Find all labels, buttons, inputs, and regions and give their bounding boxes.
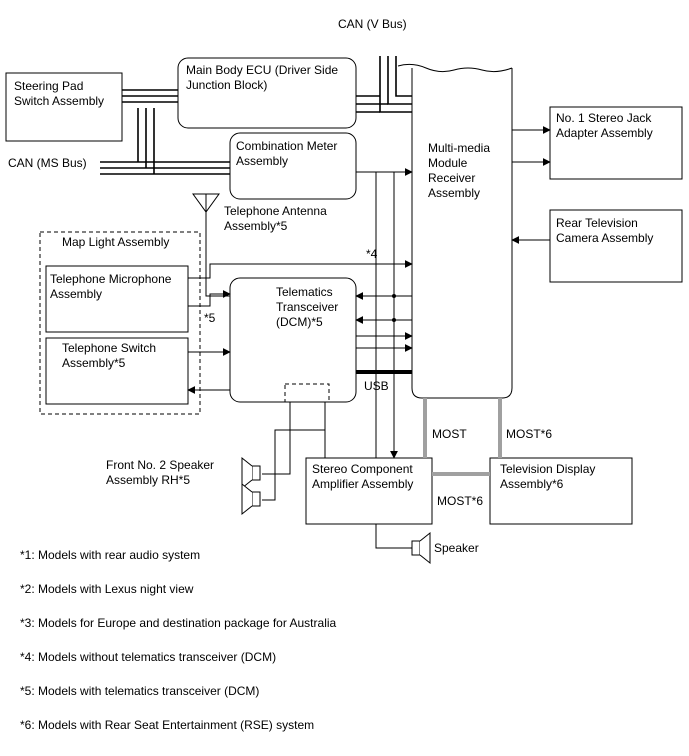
speaker-icon bbox=[411, 531, 431, 565]
speaker-label: Speaker bbox=[434, 541, 479, 555]
can-v-bus bbox=[356, 56, 412, 113]
most6-bottom-label: MOST*6 bbox=[437, 494, 484, 508]
can-v-bus-label: CAN (V Bus) bbox=[338, 17, 407, 31]
usb-label: USB bbox=[364, 379, 389, 393]
bus-break-wave bbox=[397, 63, 513, 73]
signal-lines bbox=[187, 126, 551, 549]
stereo-amp-box bbox=[305, 457, 433, 525]
rear-tv-camera-box bbox=[549, 209, 683, 283]
stereo-amp-label: Stereo Component Amplifier Assembly bbox=[312, 462, 414, 491]
stereo-jack-box bbox=[549, 106, 683, 180]
note-star4-label: *4 bbox=[366, 247, 378, 261]
main-body-ecu-label: Main Body ECU (Driver Side Junction Bloc… bbox=[186, 63, 339, 92]
most-label: MOST bbox=[432, 427, 467, 441]
telephone-microphone-box bbox=[45, 265, 189, 333]
telematics-label: Telematics Transceiver (DCM)*5 bbox=[276, 285, 339, 329]
telephone-antenna-label: Telephone Antenna Assembly*5 bbox=[224, 204, 327, 233]
telephone-switch-box bbox=[45, 337, 189, 405]
combination-meter-box bbox=[229, 132, 357, 200]
telephone-switch-label: Telephone Switch Assembly*5 bbox=[62, 341, 157, 370]
multimedia-module-label: Multi-media Module Receiver Assembly bbox=[428, 141, 491, 200]
footnote-2: *2: Models with Lexus night view bbox=[20, 582, 194, 596]
tv-display-label: Television Display Assembly*6 bbox=[500, 462, 596, 491]
steering-pad-label: Steering Pad Switch Assembly bbox=[14, 79, 105, 108]
map-light-dashed-box bbox=[39, 231, 201, 415]
telematics-dashed-port bbox=[284, 383, 330, 403]
antenna-icon bbox=[192, 193, 220, 213]
most6-right-label: MOST*6 bbox=[506, 427, 553, 441]
combination-meter-label: Combination Meter Assembly bbox=[236, 139, 338, 168]
tv-display-box bbox=[489, 457, 633, 525]
footnote-4: *4: Models without telematics transceive… bbox=[20, 650, 277, 664]
junction-dots bbox=[392, 294, 396, 322]
footnote-3: *3: Models for Europe and destination pa… bbox=[20, 616, 337, 630]
steering-pad-box bbox=[5, 72, 123, 142]
stereo-jack-label: No. 1 Stereo Jack Adapter Assembly bbox=[556, 111, 653, 140]
footnote-1: *1: Models with rear audio system bbox=[20, 548, 201, 562]
main-body-ecu-box bbox=[177, 57, 357, 129]
multimedia-module-box bbox=[411, 68, 513, 399]
footnote-6: *6: Models with Rear Seat Entertainment … bbox=[20, 718, 315, 732]
note-star5-label: *5 bbox=[204, 311, 216, 325]
can-ms-bus-label: CAN (MS Bus) bbox=[8, 156, 87, 170]
telephone-microphone-label: Telephone Microphone Assembly bbox=[50, 272, 172, 301]
front-speaker-label: Front No. 2 Speaker Assembly RH*5 bbox=[106, 458, 215, 487]
map-light-label: Map Light Assembly bbox=[62, 235, 170, 249]
footnote-5: *5: Models with telematics transceiver (… bbox=[20, 684, 260, 698]
most-lines bbox=[423, 398, 502, 476]
can-ms-bus bbox=[100, 89, 230, 175]
rear-tv-camera-label: Rear Television Camera Assembly bbox=[556, 216, 654, 245]
front-speaker-icon bbox=[241, 456, 261, 516]
